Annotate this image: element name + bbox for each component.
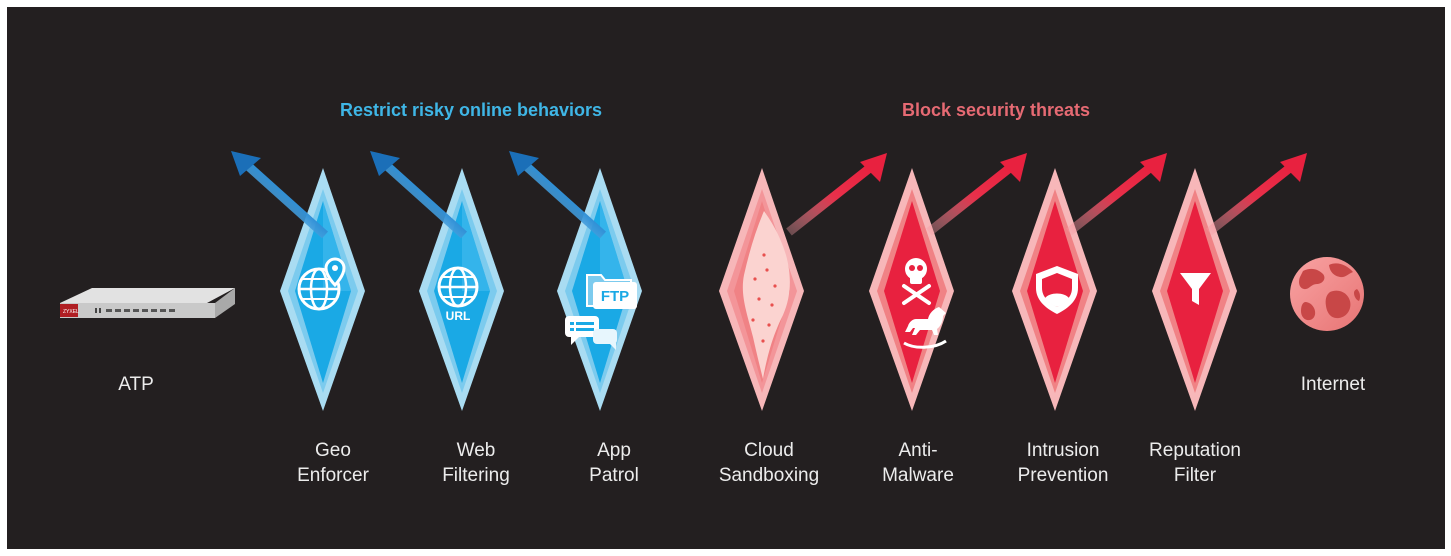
cloud-sandboxing-arrow xyxy=(786,163,874,236)
ftp-badge-text: FTP xyxy=(601,288,629,305)
diagram-canvas: ZYXEL xyxy=(7,7,1445,549)
feature-label-line2: Filtering xyxy=(442,465,510,486)
feature-label-line2: Filter xyxy=(1173,465,1217,486)
intrusion-prevention-arrow xyxy=(1066,163,1154,236)
geo-pin-globe-icon xyxy=(297,257,346,311)
app-patrol-arrow xyxy=(521,161,607,239)
sandbox-icon xyxy=(742,211,790,379)
web-filtering-diamond xyxy=(419,168,504,411)
feature-label-web-filtering: Web Filtering xyxy=(401,438,551,488)
skull-trojan-horse-icon xyxy=(902,258,947,349)
feature-label-line1: Reputation xyxy=(1149,440,1241,461)
atp-label: ATP xyxy=(118,374,154,395)
ftp-chat-icon: FTP xyxy=(565,274,637,350)
feature-label-line1: Cloud xyxy=(744,440,794,461)
shield-icon xyxy=(1036,266,1078,314)
atp-device-icon: ZYXEL xyxy=(60,288,235,318)
web-filtering-arrow xyxy=(382,161,468,239)
feature-label-line2: Sandboxing xyxy=(718,465,820,486)
feature-label-line1: Anti- xyxy=(898,440,938,461)
feature-label-reputation-filter: Reputation Filter xyxy=(1120,438,1270,488)
restrict-arrows xyxy=(231,151,607,239)
block-heading: Block security threats xyxy=(901,100,1091,120)
feature-label-line1: Intrusion xyxy=(1026,440,1100,461)
feature-label-geo-enforcer: Geo Enforcer xyxy=(258,438,408,488)
feature-label-app-patrol: App Patrol xyxy=(539,438,689,488)
feature-label-intrusion-prevention: Intrusion Prevention xyxy=(988,438,1138,488)
geo-enforcer-arrow xyxy=(243,161,329,239)
url-badge-text: URL xyxy=(446,309,471,323)
feature-label-line2: Prevention xyxy=(1017,465,1109,486)
device-brand-text: ZYXEL xyxy=(63,309,79,315)
internet-globe-icon xyxy=(1290,257,1364,331)
diagram-graphics: ZYXEL xyxy=(60,151,1364,411)
reputation-filter-arrow xyxy=(1206,163,1294,236)
feature-label-line1: App xyxy=(597,440,631,461)
feature-label-line1: Web xyxy=(456,440,496,461)
internet-label: Internet xyxy=(1300,374,1366,395)
url-globe-icon: URL xyxy=(437,266,479,323)
restrict-heading: Restrict risky online behaviors xyxy=(339,100,603,120)
feature-label-line2: Enforcer xyxy=(297,465,369,486)
block-arrows xyxy=(786,153,1307,236)
anti-malware-arrow xyxy=(926,163,1014,236)
feature-label-anti-malware: Anti- Malware xyxy=(843,438,993,488)
feature-label-line1: Geo xyxy=(315,440,351,461)
feature-label-line2: Malware xyxy=(882,465,954,486)
funnel-icon xyxy=(1180,273,1211,305)
feature-label-cloud-sandboxing: Cloud Sandboxing xyxy=(694,438,844,488)
feature-label-line2: Patrol xyxy=(589,465,639,486)
